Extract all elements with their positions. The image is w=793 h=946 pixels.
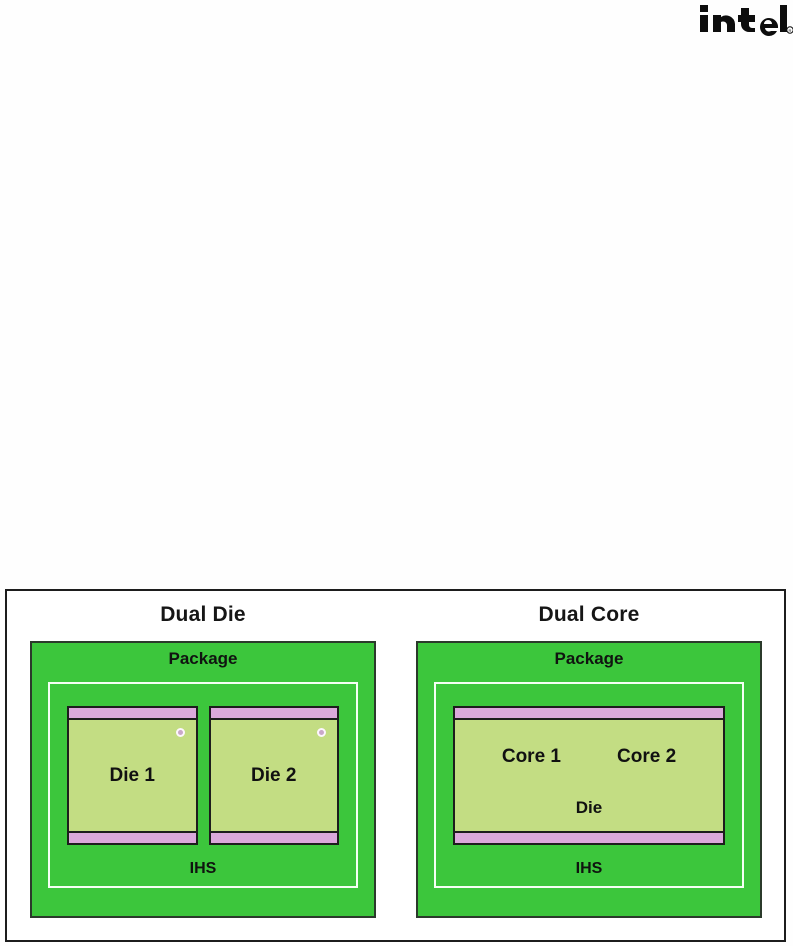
panel-title-dual-core: Dual Core <box>538 603 640 626</box>
die-bottom-bar <box>69 831 196 843</box>
ihs-label: IHS <box>189 860 217 877</box>
die-row: Die 1 Die 2 <box>67 706 339 845</box>
die-top-bar <box>455 708 723 720</box>
die-notch-dot-icon <box>175 728 185 737</box>
panel-title-dual-die: Dual Die <box>160 603 246 626</box>
die-label-1: Die 1 <box>109 764 155 786</box>
svg-text:R: R <box>789 28 792 33</box>
core-label-group: Core 1 Core 2 <box>455 746 723 768</box>
die-row: Core 1 Core 2 Die <box>453 706 725 845</box>
package-label: Package <box>554 649 624 668</box>
package-box-dual-core: Package Core 1 Core 2 Die IHS <box>416 641 762 918</box>
die-top-bar <box>69 708 196 720</box>
core-label-2: Core 2 <box>617 746 677 767</box>
die-notch-dot-icon <box>317 728 326 737</box>
die-bottom-bar <box>210 831 337 843</box>
diagram-frame: Dual Die Package Die 1 Die 2 <box>5 589 786 942</box>
die-block-single: Core 1 Core 2 Die <box>453 706 725 845</box>
intel-logo: R <box>698 2 793 38</box>
core-label-1: Core 1 <box>501 746 561 767</box>
ihs-box-dual-die: Die 1 Die 2 IHS <box>48 682 358 888</box>
die-top-bar <box>210 708 337 720</box>
die-block-2: Die 2 <box>208 706 339 845</box>
panel-dual-die: Dual Die Package Die 1 Die 2 <box>25 591 381 940</box>
ihs-box-dual-core: Core 1 Core 2 Die IHS <box>434 682 744 888</box>
package-label: Package <box>168 649 238 668</box>
panel-dual-core: Dual Core Package Core 1 Core 2 Die <box>411 591 767 940</box>
die-block-1: Die 1 <box>67 706 198 845</box>
die-label-single: Die <box>575 798 603 817</box>
package-box-dual-die: Package Die 1 Die 2 <box>30 641 376 918</box>
die-bottom-bar <box>455 831 723 843</box>
ihs-label: IHS <box>575 860 603 877</box>
die-label-2: Die 2 <box>251 764 297 786</box>
